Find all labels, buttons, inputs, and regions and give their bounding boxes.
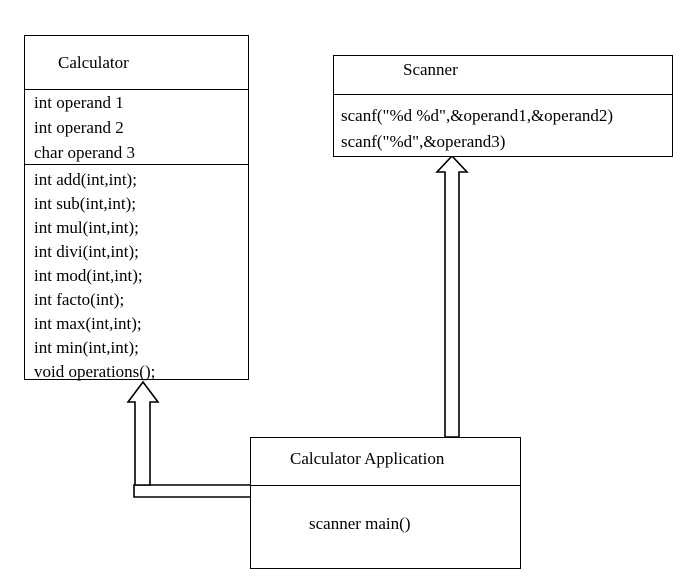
- scanner-method: scanf("%d %d",&operand1,&operand2): [341, 106, 614, 125]
- calculator-method: int mul(int,int);: [34, 218, 139, 237]
- application-class-box: [250, 437, 521, 569]
- scanner-dependency-arrow: [435, 154, 469, 438]
- calculator-method: void operations();: [34, 362, 156, 381]
- calculator-method: int divi(int,int);: [34, 242, 139, 261]
- scanner-title-divider: [333, 94, 673, 95]
- application-title-divider: [250, 485, 521, 486]
- calculator-method: int mod(int,int);: [34, 266, 143, 285]
- calculator-method: int add(int,int);: [34, 170, 137, 189]
- calculator-class-title: Calculator: [58, 53, 129, 72]
- calculator-method: int facto(int);: [34, 290, 125, 309]
- application-class-title: Calculator Application: [290, 449, 445, 468]
- calculator-dependency-arrowhead: [126, 380, 160, 486]
- calculator-dependency-arrow: [133, 484, 252, 498]
- calculator-method: int min(int,int);: [34, 338, 139, 357]
- calculator-method: int max(int,int);: [34, 314, 142, 333]
- scanner-class-title: Scanner: [403, 60, 458, 79]
- application-method: scanner main(): [309, 514, 411, 533]
- calculator-attribute: int operand 2: [34, 118, 124, 137]
- calculator-method: int sub(int,int);: [34, 194, 136, 213]
- scanner-method: scanf("%d",&operand3): [341, 132, 506, 151]
- calculator-title-divider: [24, 89, 249, 90]
- calculator-attribute: int operand 1: [34, 93, 124, 112]
- scanner-class-box: [333, 55, 673, 157]
- calculator-class-box: [24, 35, 249, 380]
- calculator-attributes-divider: [24, 164, 249, 165]
- calculator-attribute: char operand 3: [34, 143, 136, 162]
